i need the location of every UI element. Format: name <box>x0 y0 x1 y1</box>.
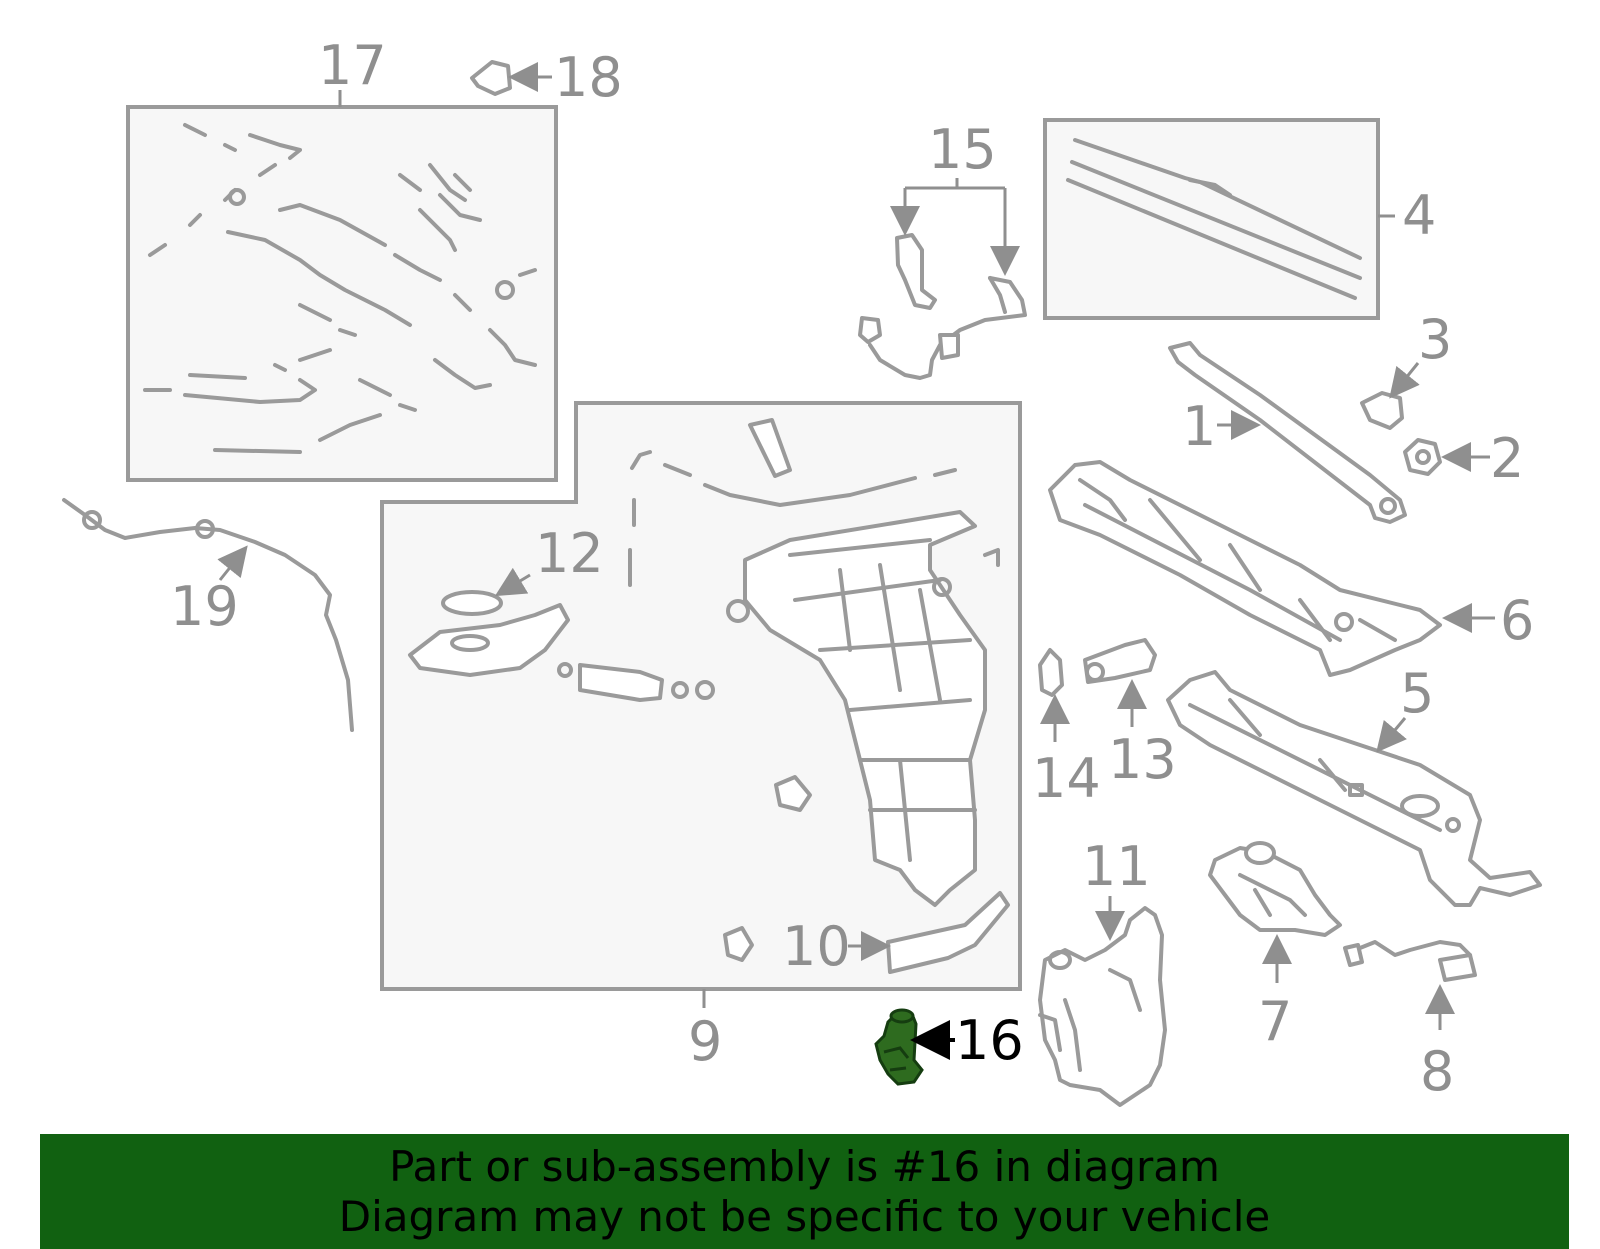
callout-8: 8 <box>1420 1040 1454 1103</box>
callout-5: 5 <box>1400 662 1434 725</box>
callout-6: 6 <box>1500 589 1534 652</box>
leader-3 <box>1389 362 1420 399</box>
part-17-hose-kit <box>126 105 558 482</box>
part-18-clip <box>470 60 512 96</box>
info-banner: Part or sub-assembly is #16 in diagram D… <box>40 1134 1569 1249</box>
part-16-washer-pump <box>874 1008 924 1086</box>
part-1-wiper-arm <box>1168 341 1407 524</box>
leader-12 <box>494 567 531 597</box>
callout-14: 14 <box>1032 747 1101 810</box>
part-7-wiper-motor <box>1208 841 1342 937</box>
leader-19 <box>217 545 248 581</box>
callout-15: 15 <box>928 118 997 181</box>
part-15-harness <box>858 233 1027 380</box>
part-8-harness <box>1343 940 1477 982</box>
callout-4: 4 <box>1402 184 1436 247</box>
callout-7: 7 <box>1258 990 1292 1053</box>
part-9-reservoir-assembly <box>380 401 1022 991</box>
part-11-reservoir-tank <box>1038 906 1167 1107</box>
callout-1: 1 <box>1182 395 1216 458</box>
callout-12: 12 <box>535 522 604 585</box>
callout-9: 9 <box>688 1010 722 1073</box>
callout-17: 17 <box>318 34 387 97</box>
callout-11: 11 <box>1082 835 1151 898</box>
callout-10: 10 <box>782 915 851 978</box>
part-13-nozzle <box>1083 638 1157 684</box>
part-5-wiper-linkage <box>1166 670 1542 907</box>
banner-line-1: Part or sub-assembly is #16 in diagram <box>389 1142 1220 1191</box>
part-14-grommet <box>1038 648 1064 697</box>
part-2-nut <box>1403 438 1442 476</box>
callout-16: 16 <box>955 1009 1024 1072</box>
callout-3: 3 <box>1418 308 1452 371</box>
leader-5 <box>1376 717 1407 753</box>
part-3-cap <box>1360 391 1404 430</box>
banner-line-2: Diagram may not be specific to your vehi… <box>338 1192 1271 1241</box>
callout-2: 2 <box>1490 427 1524 490</box>
part-19-washer-hose <box>62 498 354 732</box>
part-4-wiper-blade <box>1043 118 1380 320</box>
callout-13: 13 <box>1108 728 1177 791</box>
callout-18: 18 <box>554 46 623 109</box>
part-6-cowl-panel <box>1048 460 1442 677</box>
callout-19: 19 <box>170 575 239 638</box>
